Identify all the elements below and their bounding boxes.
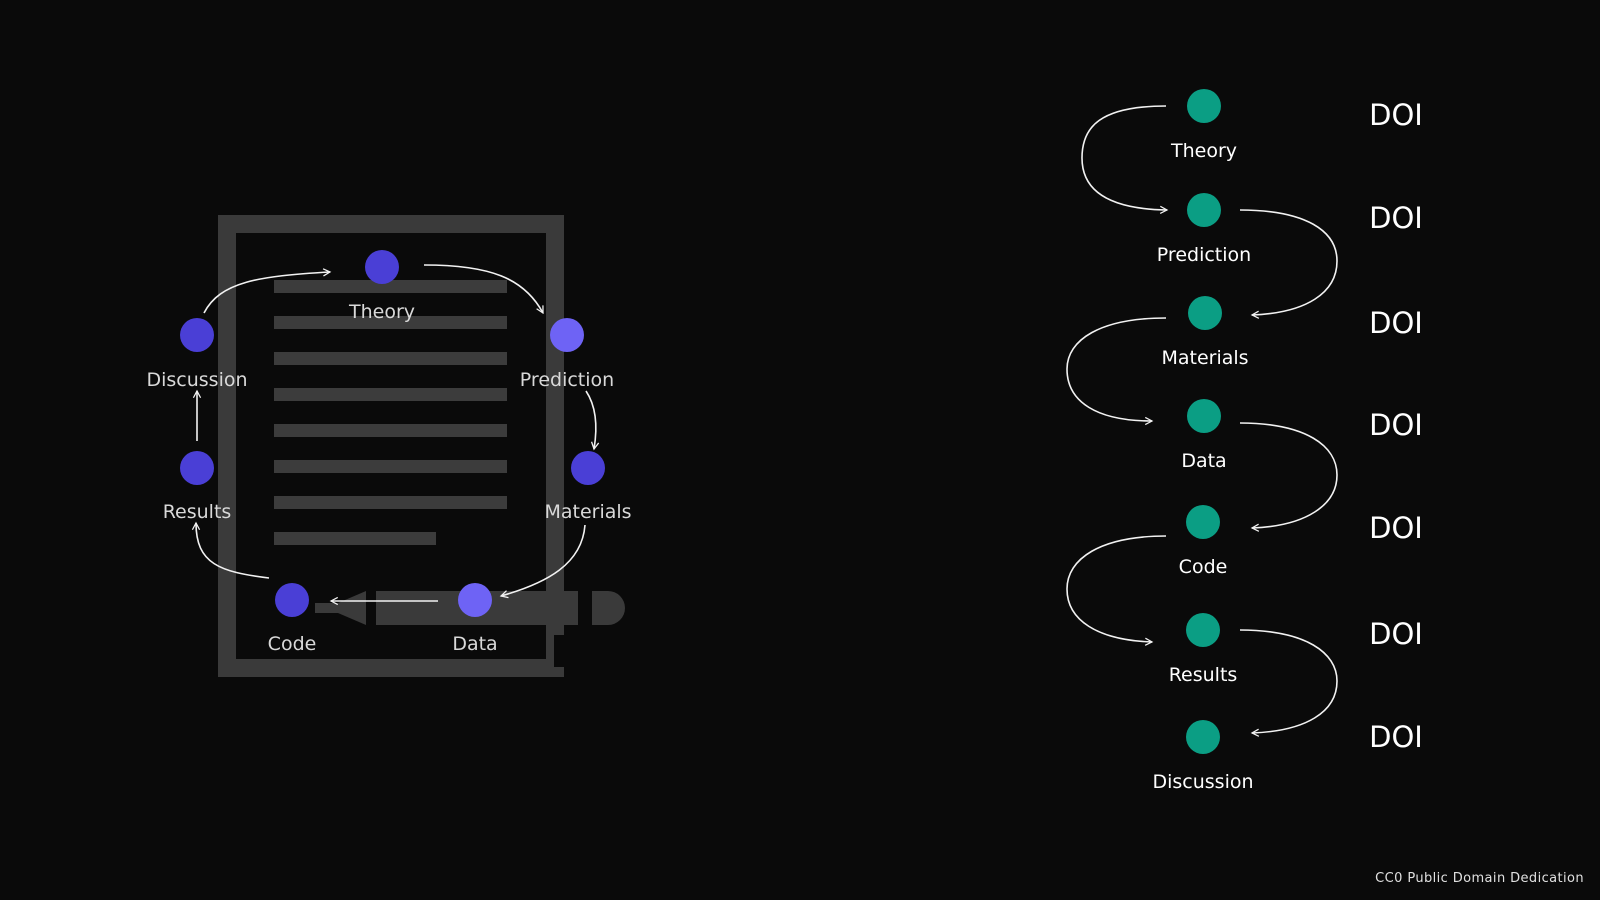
left-node-discussion [180, 318, 214, 352]
left-cycle-nodes [180, 250, 605, 617]
doi-labels: DOI DOI DOI DOI DOI DOI DOI [1369, 98, 1423, 754]
right-node-prediction [1187, 193, 1221, 227]
left-node-code [275, 583, 309, 617]
right-chain-nodes [1186, 89, 1222, 754]
left-node-materials [571, 451, 605, 485]
license-notice: CC0 Public Domain Dedication [1375, 871, 1584, 886]
right-chain-labels: Theory Prediction Materials Data Code Re… [1152, 140, 1253, 793]
left-node-prediction [550, 318, 584, 352]
document-line [274, 496, 507, 509]
right-node-data [1187, 399, 1221, 433]
left-label-materials: Materials [544, 501, 631, 523]
left-cycle-arrows [191, 264, 600, 606]
left-cycle-labels: Theory Prediction Materials Data Code Re… [146, 301, 631, 655]
doi-label-results: DOI [1369, 617, 1423, 651]
document-line [274, 460, 507, 473]
left-label-results: Results [163, 501, 232, 523]
document-frame [218, 215, 564, 677]
right-chain-diagram: Theory Prediction Materials Data Code Re… [1066, 89, 1423, 793]
left-label-discussion: Discussion [146, 369, 247, 391]
right-label-data: Data [1181, 450, 1226, 472]
right-label-discussion: Discussion [1152, 771, 1253, 793]
left-cycle-diagram: Theory Prediction Materials Data Code Re… [146, 215, 632, 677]
doi-label-materials: DOI [1369, 306, 1423, 340]
right-label-results: Results [1169, 664, 1238, 686]
left-label-prediction: Prediction [520, 369, 614, 391]
right-label-materials: Materials [1161, 347, 1248, 369]
doi-label-theory: DOI [1369, 98, 1423, 132]
right-label-code: Code [1179, 556, 1228, 578]
right-node-materials [1188, 296, 1222, 330]
doi-label-discussion: DOI [1369, 720, 1423, 754]
document-line [274, 280, 507, 293]
right-node-discussion [1186, 720, 1220, 754]
left-node-results [180, 451, 214, 485]
right-chain-arrows [1066, 105, 1338, 737]
doi-label-prediction: DOI [1369, 201, 1423, 235]
document-line [274, 316, 507, 329]
doi-label-code: DOI [1369, 511, 1423, 545]
right-node-results [1186, 613, 1220, 647]
document-line [274, 532, 436, 545]
right-label-prediction: Prediction [1157, 244, 1251, 266]
left-label-theory: Theory [348, 301, 415, 323]
document-line [274, 352, 507, 365]
right-label-theory: Theory [1170, 140, 1237, 162]
right-node-code [1186, 505, 1220, 539]
right-node-theory [1187, 89, 1221, 123]
left-node-theory [365, 250, 399, 284]
left-node-data [458, 583, 492, 617]
left-label-code: Code [268, 633, 317, 655]
left-label-data: Data [452, 633, 497, 655]
document-line [274, 424, 507, 437]
document-line [274, 388, 507, 401]
document-text-lines [274, 280, 507, 545]
doi-label-data: DOI [1369, 408, 1423, 442]
